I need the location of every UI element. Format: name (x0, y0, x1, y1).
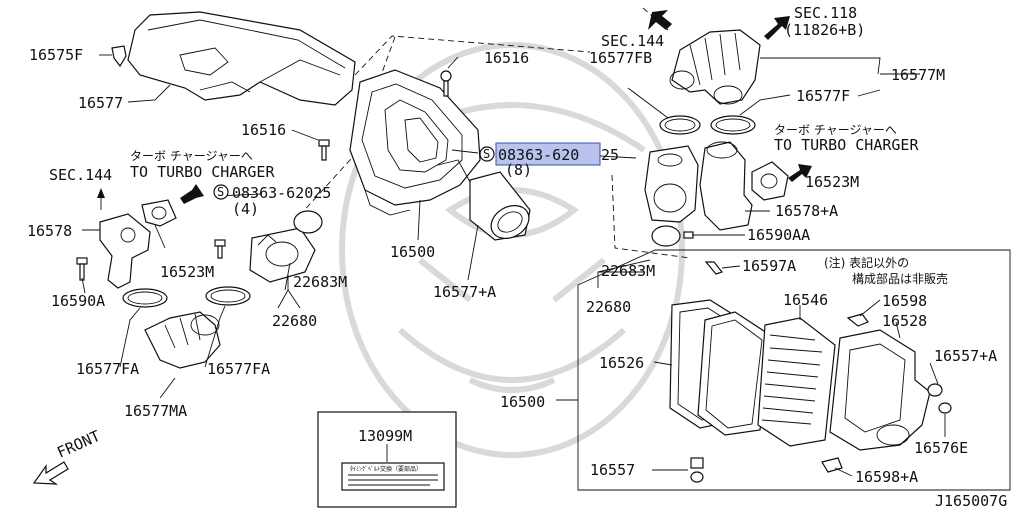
part-label-13099M[interactable]: 13099M (358, 427, 412, 445)
part-label-16557[interactable]: 16557 (590, 461, 635, 479)
arrow-sec118 (764, 16, 790, 40)
clip-16598[interactable] (846, 313, 869, 327)
part-qty-08363-left: (4) (232, 200, 259, 218)
hose-16577MA[interactable] (144, 311, 221, 369)
arrow-turbo-right (788, 164, 812, 182)
note-turbo-en-right: TO TURBO CHARGER (774, 136, 919, 154)
part-label-16523M-left[interactable]: 16523M (160, 263, 214, 281)
section-ref-sec144-left[interactable]: SEC.144 (49, 166, 112, 184)
part-label-16516-top[interactable]: 16516 (484, 49, 529, 67)
air-cleaner-frame[interactable] (697, 311, 771, 436)
air-flow-meter-22680-left[interactable] (249, 227, 316, 283)
bolt-16516-mid[interactable] (318, 139, 330, 161)
part-label-16577A[interactable]: 16577+A (433, 283, 496, 301)
note-not-sold-2: 構成部品は非販売 (852, 271, 948, 286)
svg-text:S: S (483, 147, 490, 161)
part-label-16598A[interactable]: 16598+A (855, 468, 918, 486)
callout-08363-left[interactable]: S 08363-62025 (4) (213, 184, 331, 218)
section-ref-sec118-sub: (11826+B) (784, 21, 865, 39)
part-labels: 16575F 16577 16516 16516 16578 16523M 16… (27, 46, 997, 486)
part-label-16577FB[interactable]: 16577FB (589, 49, 652, 67)
part-label-16557A[interactable]: 16557+A (934, 347, 997, 365)
clamp-16577FB[interactable] (659, 115, 701, 135)
air-filter-element-16546[interactable] (757, 317, 836, 447)
part-label-22683M-left[interactable]: 22683M (293, 273, 347, 291)
part-label-16523M-right[interactable]: 16523M (805, 173, 859, 191)
part-label-16590A[interactable]: 16590A (51, 292, 105, 310)
air-flow-meter-22680-right[interactable] (644, 145, 699, 223)
part-label-16598[interactable]: 16598 (882, 292, 927, 310)
part-label-16500-center[interactable]: 16500 (390, 243, 435, 261)
note-turbo-en-left: TO TURBO CHARGER (130, 163, 275, 181)
screen-22683M-right[interactable] (651, 225, 681, 247)
bolt-16590AA[interactable] (683, 231, 694, 239)
pipe-16578A[interactable] (699, 141, 753, 231)
bolt-08363-62025-left[interactable] (214, 239, 226, 259)
part-label-16577[interactable]: 16577 (78, 94, 123, 112)
part-label-16575F[interactable]: 16575F (29, 46, 83, 64)
clamp-16577FA-right[interactable] (205, 286, 251, 306)
diagram-code: J165007G (935, 492, 1007, 510)
arrow-turbo-left (180, 184, 204, 204)
part-label-16577FA-left[interactable]: 16577FA (76, 360, 139, 378)
arrow-sec144-right (648, 10, 672, 30)
part-label-16577FA-right[interactable]: 16577FA (207, 360, 270, 378)
note-turbo-jp-right: ターボ チャージャーへ (774, 123, 897, 137)
leader-lines (81, 54, 946, 477)
part-label-16516-mid[interactable]: 16516 (241, 121, 286, 139)
bolt-16516-top[interactable] (440, 70, 452, 97)
front-arrow (32, 461, 69, 485)
clip-16597A[interactable] (704, 261, 724, 275)
clamp-16577FA-left[interactable] (122, 288, 168, 308)
part-label-16590AA[interactable]: 16590AA (747, 226, 810, 244)
clip-16575F[interactable] (111, 45, 127, 68)
part-label-08363-highlight-tail: 25 (601, 146, 619, 164)
part-qty-08363-highlight: (8) (505, 161, 532, 179)
section-ref-sec144-right[interactable]: SEC.144 (601, 32, 664, 50)
clamp-16577F[interactable] (710, 115, 756, 135)
part-label-16577M[interactable]: 16577M (891, 66, 945, 84)
arrow-sec144-left (97, 188, 105, 210)
part-label-16546[interactable]: 16546 (783, 291, 828, 309)
part-label-16576E[interactable]: 16576E (914, 439, 968, 457)
part-label-16528[interactable]: 16528 (882, 312, 927, 330)
part-label-22683M-right[interactable]: 22683M (601, 262, 655, 280)
part-label-16578A[interactable]: 16578+A (775, 202, 838, 220)
gasket-16523M-right[interactable] (751, 161, 789, 201)
part-label-16526[interactable]: 16526 (599, 354, 644, 372)
note-not-sold-1: (注) 表記以外の (824, 255, 909, 270)
grommet-16557[interactable] (690, 457, 704, 483)
pipe-16578[interactable] (99, 213, 151, 289)
label-plate-text: ﾀｲﾐﾝｸﾞﾍﾞﾙﾄ交換（要部品） (350, 465, 422, 473)
grommet-16557A[interactable] (927, 383, 943, 397)
part-label-22680-left[interactable]: 22680 (272, 312, 317, 330)
air-cleaner-upper-case-16528[interactable] (829, 329, 931, 451)
part-label-16578[interactable]: 16578 (27, 222, 72, 240)
section-references: SEC.144 SEC.144 SEC.118 (11826+B) (49, 4, 865, 184)
svg-text:S: S (217, 185, 224, 199)
screen-22683M-left[interactable] (293, 210, 323, 234)
part-label-16577F[interactable]: 16577F (796, 87, 850, 105)
front-label: FRONT (54, 427, 103, 462)
gasket-16523M-left[interactable] (141, 199, 177, 227)
grommet-16576E[interactable] (938, 402, 952, 414)
part-label-22680-right[interactable]: 22680 (586, 298, 631, 316)
part-label-16500-right[interactable]: 16500 (500, 393, 545, 411)
air-duct-16577[interactable] (127, 11, 356, 106)
part-label-16597A[interactable]: 16597A (742, 257, 796, 275)
part-label-08363-highlight: 08363-620 (498, 146, 579, 164)
section-ref-sec118[interactable]: SEC.118 (794, 4, 857, 22)
hose-16577M[interactable] (669, 29, 761, 105)
part-label-08363-left: 08363-62025 (232, 184, 331, 202)
note-turbo-jp-left: ターボ チャージャーへ (130, 149, 253, 163)
highlight-08363-callout[interactable]: S 08363-620 25 (8) (479, 142, 619, 179)
part-label-16577MA[interactable]: 16577MA (124, 402, 187, 420)
exploded-box-frame (577, 249, 1011, 491)
air-cleaner-16500-center[interactable] (349, 69, 481, 216)
bolt-16590A[interactable] (76, 257, 88, 281)
duct-16577A[interactable] (437, 159, 535, 245)
